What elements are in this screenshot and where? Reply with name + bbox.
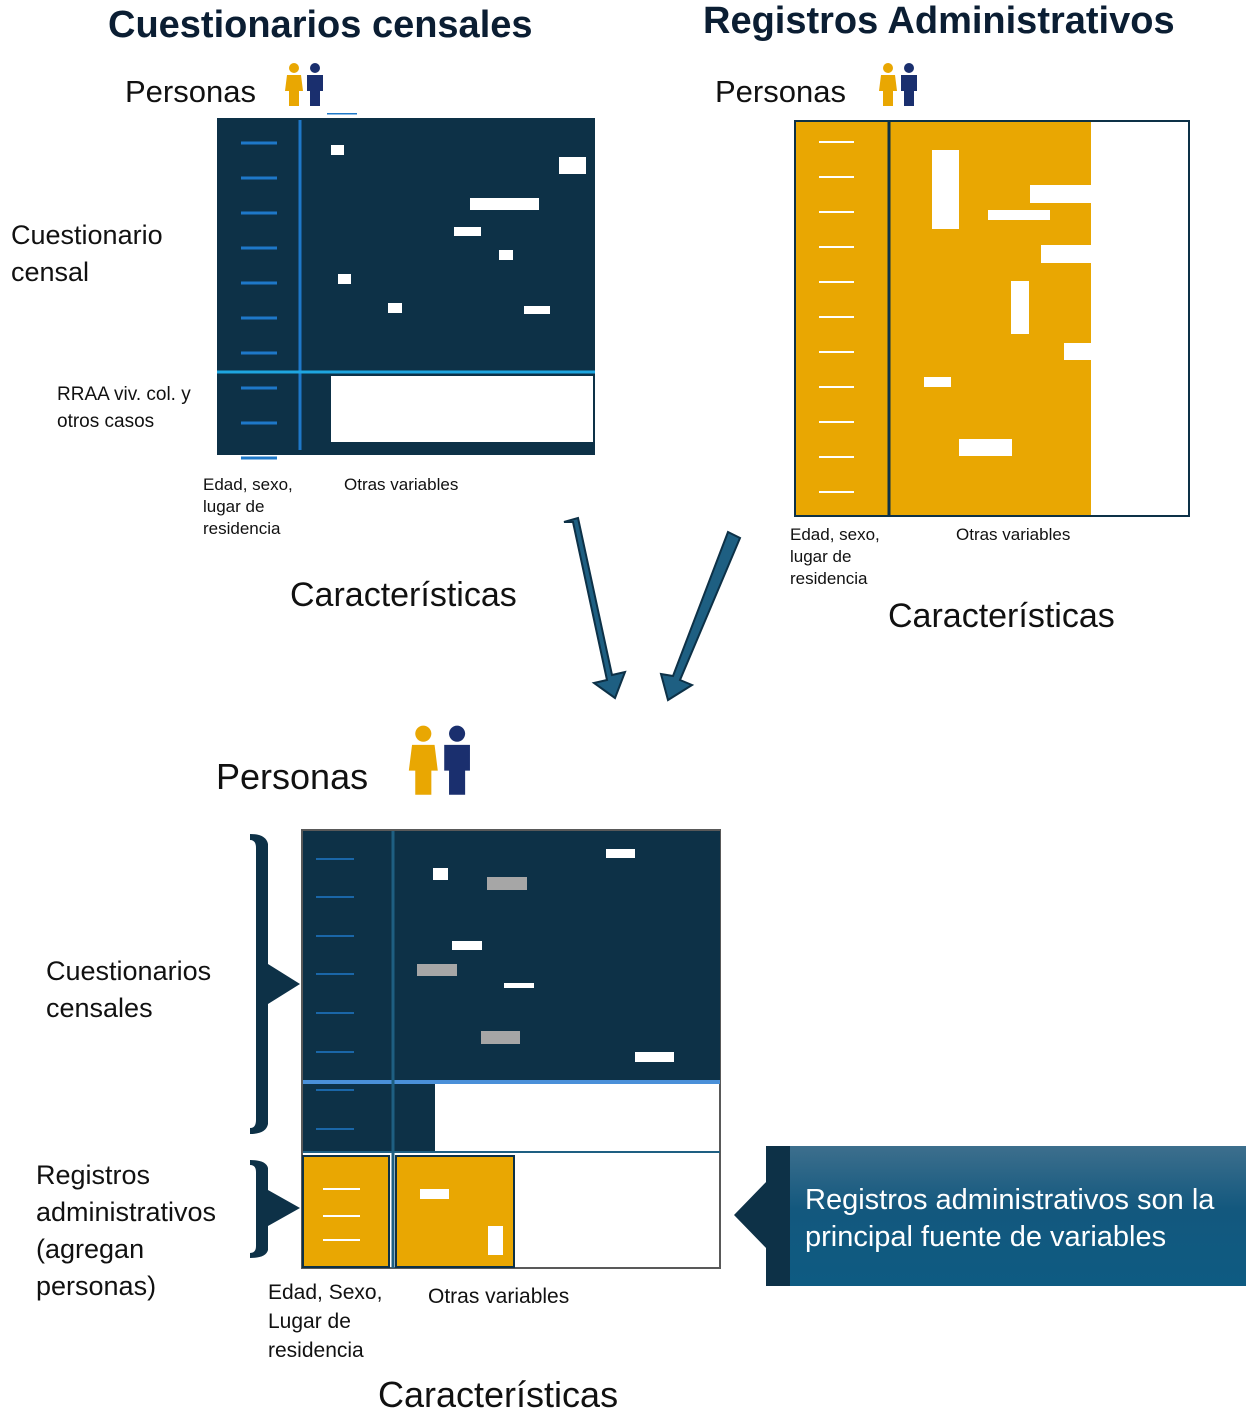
- bottom-col-label-other: Otras variables: [428, 1285, 570, 1308]
- man-icon: [307, 63, 323, 106]
- people-icon: [285, 63, 323, 106]
- callout-box: Registros administrativos son la princip…: [790, 1146, 1246, 1286]
- woman-icon: [879, 63, 897, 106]
- bottom-row-label-census: Cuestionarios censales: [46, 956, 212, 1023]
- left-title: Cuestionarios censales: [108, 4, 533, 46]
- arrows: [563, 516, 742, 702]
- left-row-label-census: Cuestionario censal: [11, 220, 163, 287]
- left-col-label-demo: Edad, sexo, lugar de residencia: [203, 475, 293, 538]
- woman-icon: [408, 725, 438, 795]
- admin-matrix: [794, 120, 1192, 518]
- arrow-down-icon: [659, 530, 742, 702]
- callout-pointer: [734, 1180, 768, 1250]
- man-icon: [444, 725, 470, 795]
- left-col-label-other: Otras variables: [344, 475, 459, 494]
- right-title: Registros Administrativos: [703, 0, 1175, 42]
- bottom-axis-label: Características: [378, 1374, 619, 1415]
- right-col-label-demo: Edad, sexo, lugar de residencia: [790, 525, 880, 588]
- bottom-col-label-demo: Edad, Sexo, Lugar de residencia: [268, 1281, 383, 1362]
- left-personas-label: Personas: [125, 74, 256, 109]
- census-matrix: [217, 113, 597, 463]
- right-axis-label: Características: [888, 597, 1115, 635]
- bottom-personas-label: Personas: [216, 756, 369, 797]
- arrow-down-icon: [563, 516, 627, 700]
- right-col-label-other: Otras variables: [956, 525, 1071, 544]
- bottom-row-label-admin: Registros administrativos (agregan perso…: [36, 1160, 217, 1301]
- people-icon: [408, 725, 470, 795]
- left-row-label-rraa: RRAA viv. col. y otros casos: [57, 384, 191, 432]
- combined-matrix: [300, 828, 724, 1272]
- left-axis-label: Características: [290, 576, 517, 614]
- right-personas-label: Personas: [715, 74, 846, 109]
- brace-icon: [250, 834, 300, 1134]
- callout-text: Registros administrativos son la princip…: [805, 1184, 1215, 1253]
- woman-icon: [285, 63, 303, 106]
- man-icon: [901, 63, 917, 106]
- brace-icon: [250, 1160, 300, 1258]
- people-icon: [879, 63, 917, 106]
- callout-tab: [766, 1146, 792, 1286]
